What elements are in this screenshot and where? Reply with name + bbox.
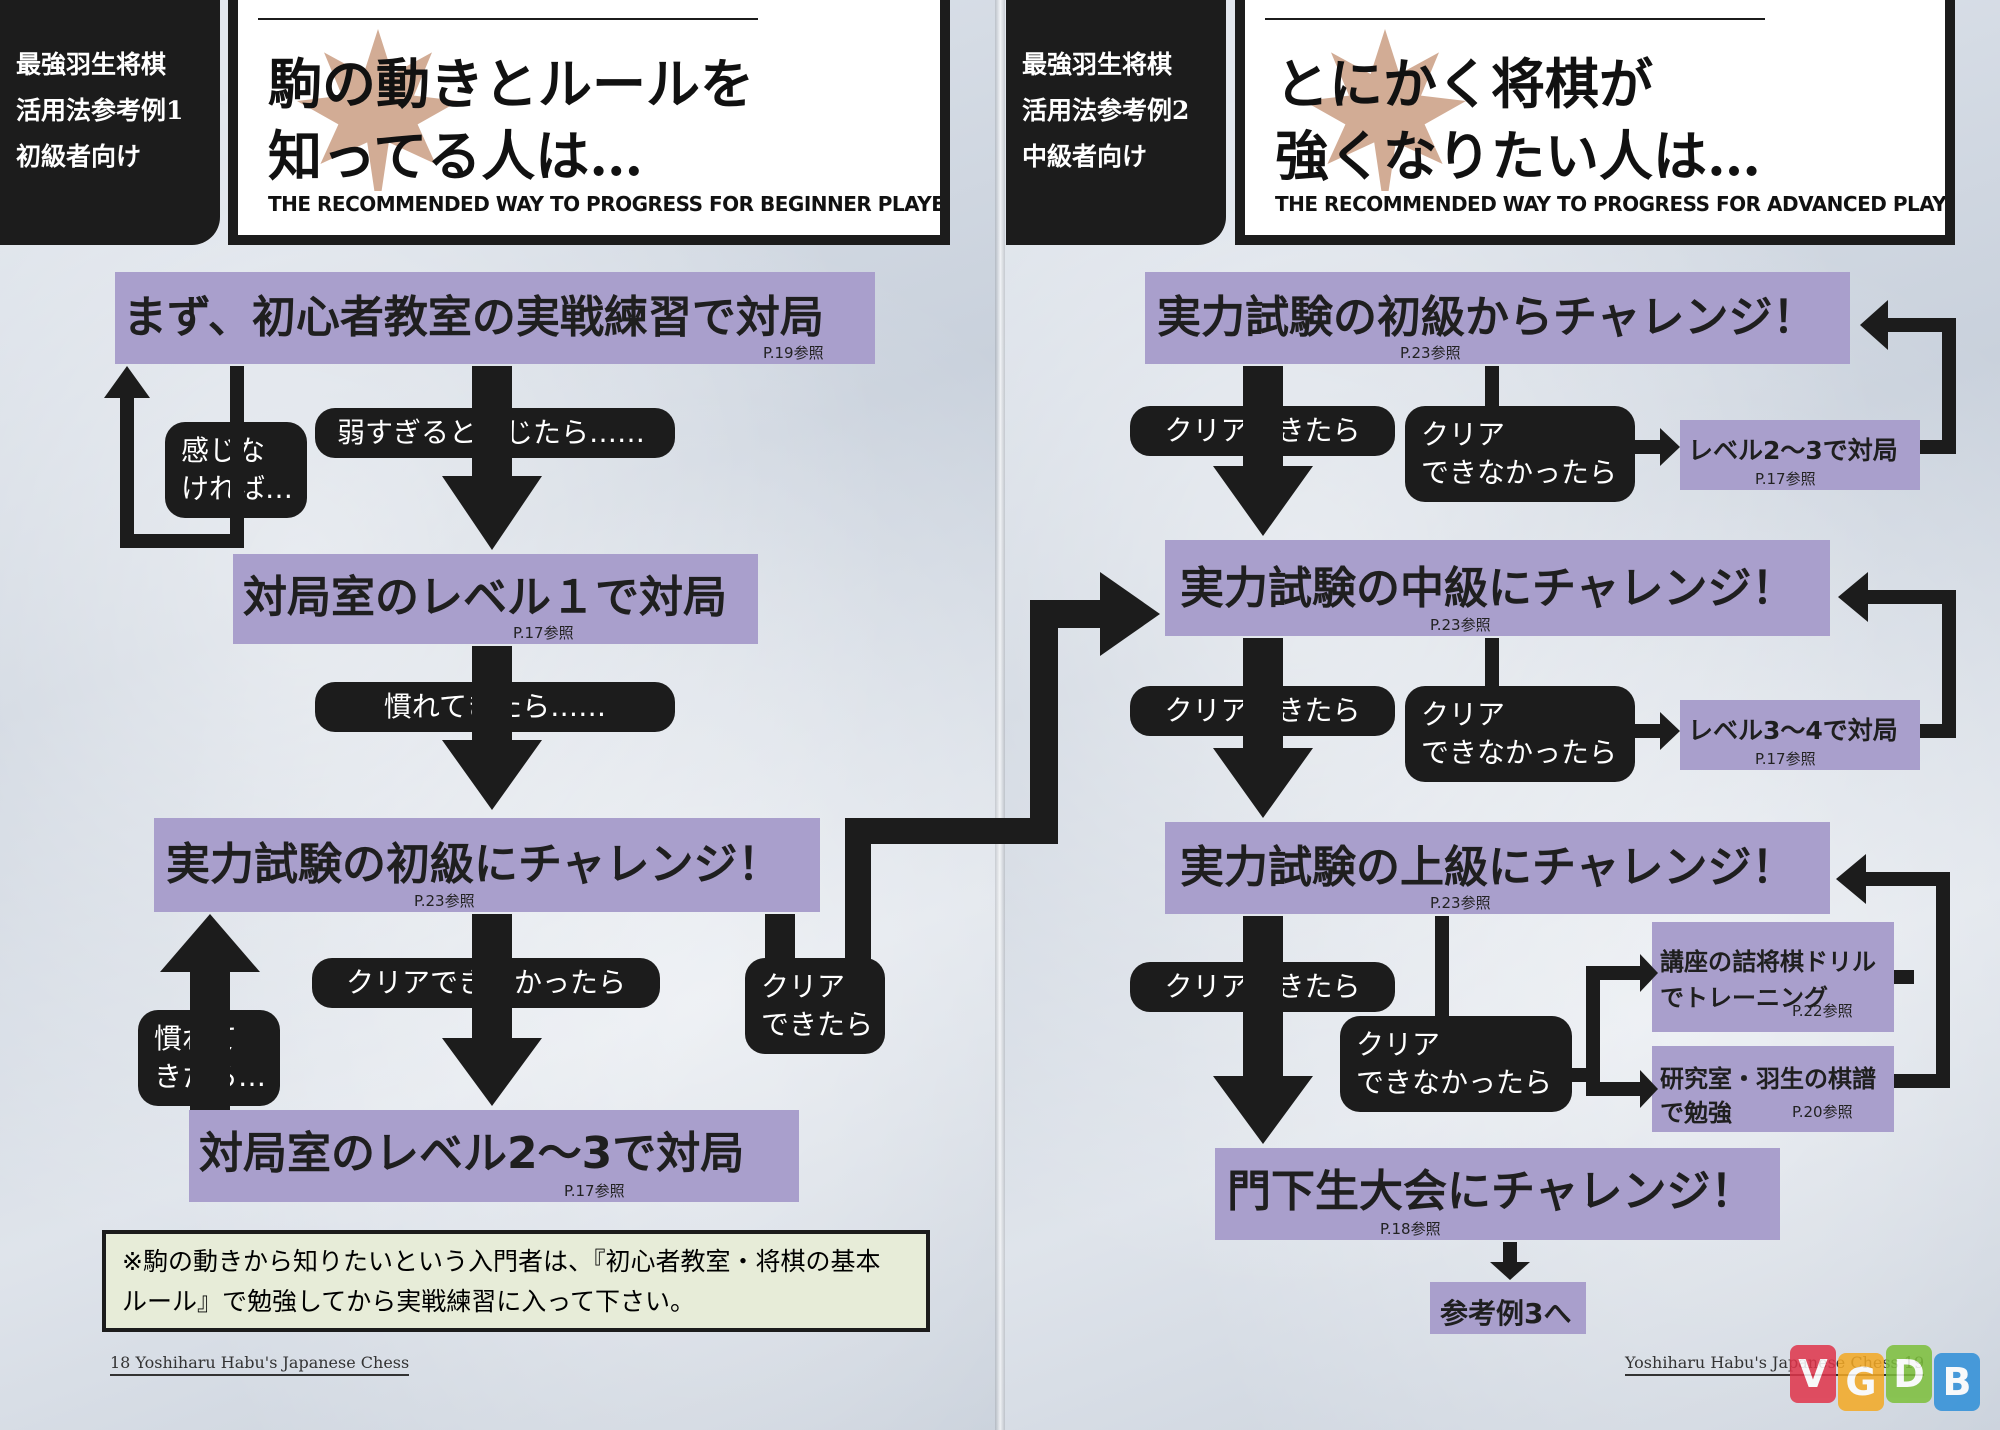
vgdb-watermark: V G D B	[1790, 1345, 1990, 1415]
right-pill-not-cleared-2-line-2: できなかったら	[1421, 736, 1618, 769]
right-step-exam-advanced-ref: P.23参照	[1430, 894, 1491, 912]
right-pill-not-cleared-3-line-1: クリア	[1356, 1028, 1441, 1061]
left-pill-too-weak: 弱すぎると感じたら……	[315, 408, 675, 458]
right-step-exam-advanced-text: 実力試験の上級にチャレンジ！	[1180, 842, 1796, 893]
right-step-exam-beginner: 実力試験の初級からチャレンジ！ P.23参照	[1145, 272, 1850, 364]
left-subtitle: THE RECOMMENDED WAY TO PROGRESS FOR BEGI…	[268, 192, 940, 216]
right-pill-not-cleared-1-line-2: できなかったら	[1421, 456, 1618, 489]
right-pill-not-cleared-3: クリア できなかったら	[1340, 1016, 1572, 1112]
left-step-level1-text: 対局室のレベル１で対局	[243, 572, 727, 623]
left-pill-got-used-2-line-1: 慣れて	[154, 1022, 238, 1055]
maple-leaf-icon	[297, 29, 459, 191]
left-step-exam-beginner-ref: P.23参照	[414, 892, 475, 910]
left-pill-got-used-2: 慣れて きたら…	[138, 1010, 280, 1106]
watermark-letter-v: V	[1790, 1345, 1836, 1403]
left-step-exam-beginner-text: 実力試験の初級にチャレンジ！	[166, 839, 782, 890]
right-side-habu-records-line-2: で勉強	[1660, 1099, 1732, 1127]
right-pill-not-cleared-1: クリア できなかったら	[1405, 406, 1635, 502]
right-side-tsume-drill-line-1: 講座の詰将棋ドリル	[1660, 948, 1876, 976]
right-tab-line-1: 最強羽生将棋	[1022, 50, 1173, 79]
right-side-tsume-drill-ref: P.22参照	[1792, 1002, 1853, 1020]
right-step-exam-intermediate-text: 実力試験の中級にチャレンジ！	[1180, 563, 1796, 614]
right-step-tournament-ref: P.18参照	[1380, 1220, 1441, 1238]
right-side-habu-records-line-1: 研究室・羽生の棋譜	[1660, 1065, 1876, 1093]
right-side-habu-records-ref: P.20参照	[1792, 1103, 1853, 1121]
left-step-level2-3-text: 対局室のレベル2〜3で対局	[199, 1128, 745, 1179]
left-pill-cleared-line-1: クリア	[761, 970, 846, 1003]
right-pill-not-cleared-2: クリア できなかったら	[1405, 686, 1635, 782]
right-pill-not-cleared-1-line-1: クリア	[1421, 418, 1506, 451]
left-pill-not-clear: クリアできなかったら	[312, 958, 660, 1008]
left-page-footer: 18 Yoshiharu Habu's Japanese Chess	[110, 1353, 410, 1376]
watermark-letter-g: G	[1838, 1353, 1884, 1411]
right-side-habu-records: 研究室・羽生の棋譜 で勉強 P.20参照	[1652, 1046, 1894, 1132]
left-pill-got-used: 慣れてきたら……	[315, 682, 675, 732]
right-pill-cleared-3: クリアできたら	[1130, 962, 1395, 1012]
left-pill-not-feel-line-1: 感じな	[181, 434, 266, 467]
left-note-line-1: ※駒の動きから知りたいという入門者は、『初心者教室・将棋の基本	[122, 1247, 881, 1276]
right-side-tsume-drill: 講座の詰将棋ドリル でトレーニング P.22参照	[1652, 922, 1894, 1032]
right-side-level3-4-ref: P.17参照	[1755, 750, 1816, 768]
watermark-letter-d: D	[1886, 1345, 1932, 1403]
right-side-level2-3-text: レベル2〜3で対局	[1688, 436, 1898, 465]
left-note-line-2: ルール』で勉強してから実戦練習に入って下さい。	[122, 1287, 696, 1316]
right-side-level2-3-ref: P.17参照	[1755, 470, 1816, 488]
left-pill-not-feel: 感じな ければ…	[165, 422, 307, 518]
maple-leaf-icon	[1304, 29, 1466, 191]
left-step-level2-3: 対局室のレベル2〜3で対局 P.17参照	[189, 1110, 799, 1202]
left-title-line-1: 駒の動きとルールを	[268, 52, 754, 116]
right-side-level3-4: レベル3〜4で対局 P.17参照	[1680, 700, 1920, 770]
right-step-next-example-text: 参考例3へ	[1440, 1297, 1572, 1330]
right-page: 最強羽生将棋 活用法参考例2 中級者向け とにかく将棋が 強くなりたい人は… T…	[1000, 0, 2000, 1430]
left-title-line-2: 知ってる人は…	[268, 124, 644, 188]
right-title-line-2: 強くなりたい人は…	[1275, 124, 1761, 188]
left-header: 駒の動きとルールを 知ってる人は… THE RECOMMENDED WAY TO…	[228, 0, 950, 245]
right-side-level2-3: レベル2〜3で対局 P.17参照	[1680, 420, 1920, 490]
left-step-exam-beginner: 実力試験の初級にチャレンジ！ P.23参照	[154, 818, 820, 912]
right-step-exam-intermediate-ref: P.23参照	[1430, 616, 1491, 634]
right-pill-not-cleared-2-line-1: クリア	[1421, 698, 1506, 731]
left-pill-cleared-line-2: できたら	[761, 1008, 874, 1041]
left-tab-line-3: 初級者向け	[16, 142, 142, 171]
right-step-tournament: 門下生大会にチャレンジ！ P.18参照	[1215, 1148, 1780, 1240]
right-pill-not-cleared-3-line-2: できなかったら	[1356, 1066, 1553, 1099]
right-step-exam-advanced: 実力試験の上級にチャレンジ！ P.23参照	[1165, 822, 1830, 914]
left-pill-got-used-2-line-2: きたら…	[154, 1060, 267, 1093]
left-pill-cleared: クリア できたら	[745, 958, 885, 1054]
watermark-letter-b: B	[1934, 1353, 1980, 1411]
right-step-tournament-text: 門下生大会にチャレンジ！	[1227, 1166, 1755, 1217]
left-tab-line-2: 活用法参考例1	[16, 96, 184, 125]
right-tab-line-3: 中級者向け	[1022, 142, 1148, 171]
left-beginner-note: ※駒の動きから知りたいという入門者は、『初心者教室・将棋の基本 ルール』で勉強し…	[102, 1230, 930, 1332]
right-subtitle: THE RECOMMENDED WAY TO PROGRESS FOR ADVA…	[1275, 192, 1945, 216]
right-title-line-1: とにかく将棋が	[1275, 52, 1653, 116]
right-step-exam-beginner-text: 実力試験の初級からチャレンジ！	[1157, 292, 1817, 343]
left-chapter-tab: 最強羽生将棋 活用法参考例1 初級者向け	[0, 0, 220, 245]
left-step-level1: 対局室のレベル１で対局 P.17参照	[233, 554, 758, 644]
right-side-level3-4-text: レベル3〜4で対局	[1688, 716, 1898, 745]
left-pill-not-feel-line-2: ければ…	[181, 472, 294, 505]
right-step-exam-intermediate: 実力試験の中級にチャレンジ！ P.23参照	[1165, 540, 1830, 636]
left-page: 最強羽生将棋 活用法参考例1 初級者向け 駒の動きとルールを 知ってる人は… T…	[0, 0, 1000, 1430]
right-step-exam-beginner-ref: P.23参照	[1400, 344, 1461, 362]
left-step-level1-ref: P.17参照	[513, 624, 574, 642]
right-pill-cleared-1: クリアできたら	[1130, 406, 1395, 456]
right-tab-line-2: 活用法参考例2	[1022, 96, 1190, 125]
right-side-tsume-drill-line-2: でトレーニング	[1660, 984, 1828, 1012]
left-step-practice: まず、初心者教室の実戦練習で対局 P.19参照	[115, 272, 875, 364]
right-pill-cleared-2: クリアできたら	[1130, 686, 1395, 736]
left-step-level2-3-ref: P.17参照	[564, 1182, 625, 1200]
left-step-practice-text: まず、初心者教室の実戦練習で対局	[123, 292, 824, 343]
left-step-practice-ref: P.19参照	[763, 344, 824, 362]
right-step-next-example: 参考例3へ	[1430, 1282, 1586, 1334]
left-tab-line-1: 最強羽生将棋	[16, 50, 167, 79]
right-header: とにかく将棋が 強くなりたい人は… THE RECOMMENDED WAY TO…	[1235, 0, 1955, 245]
book-spine	[995, 0, 1005, 1430]
right-chapter-tab: 最強羽生将棋 活用法参考例2 中級者向け	[1006, 0, 1226, 245]
